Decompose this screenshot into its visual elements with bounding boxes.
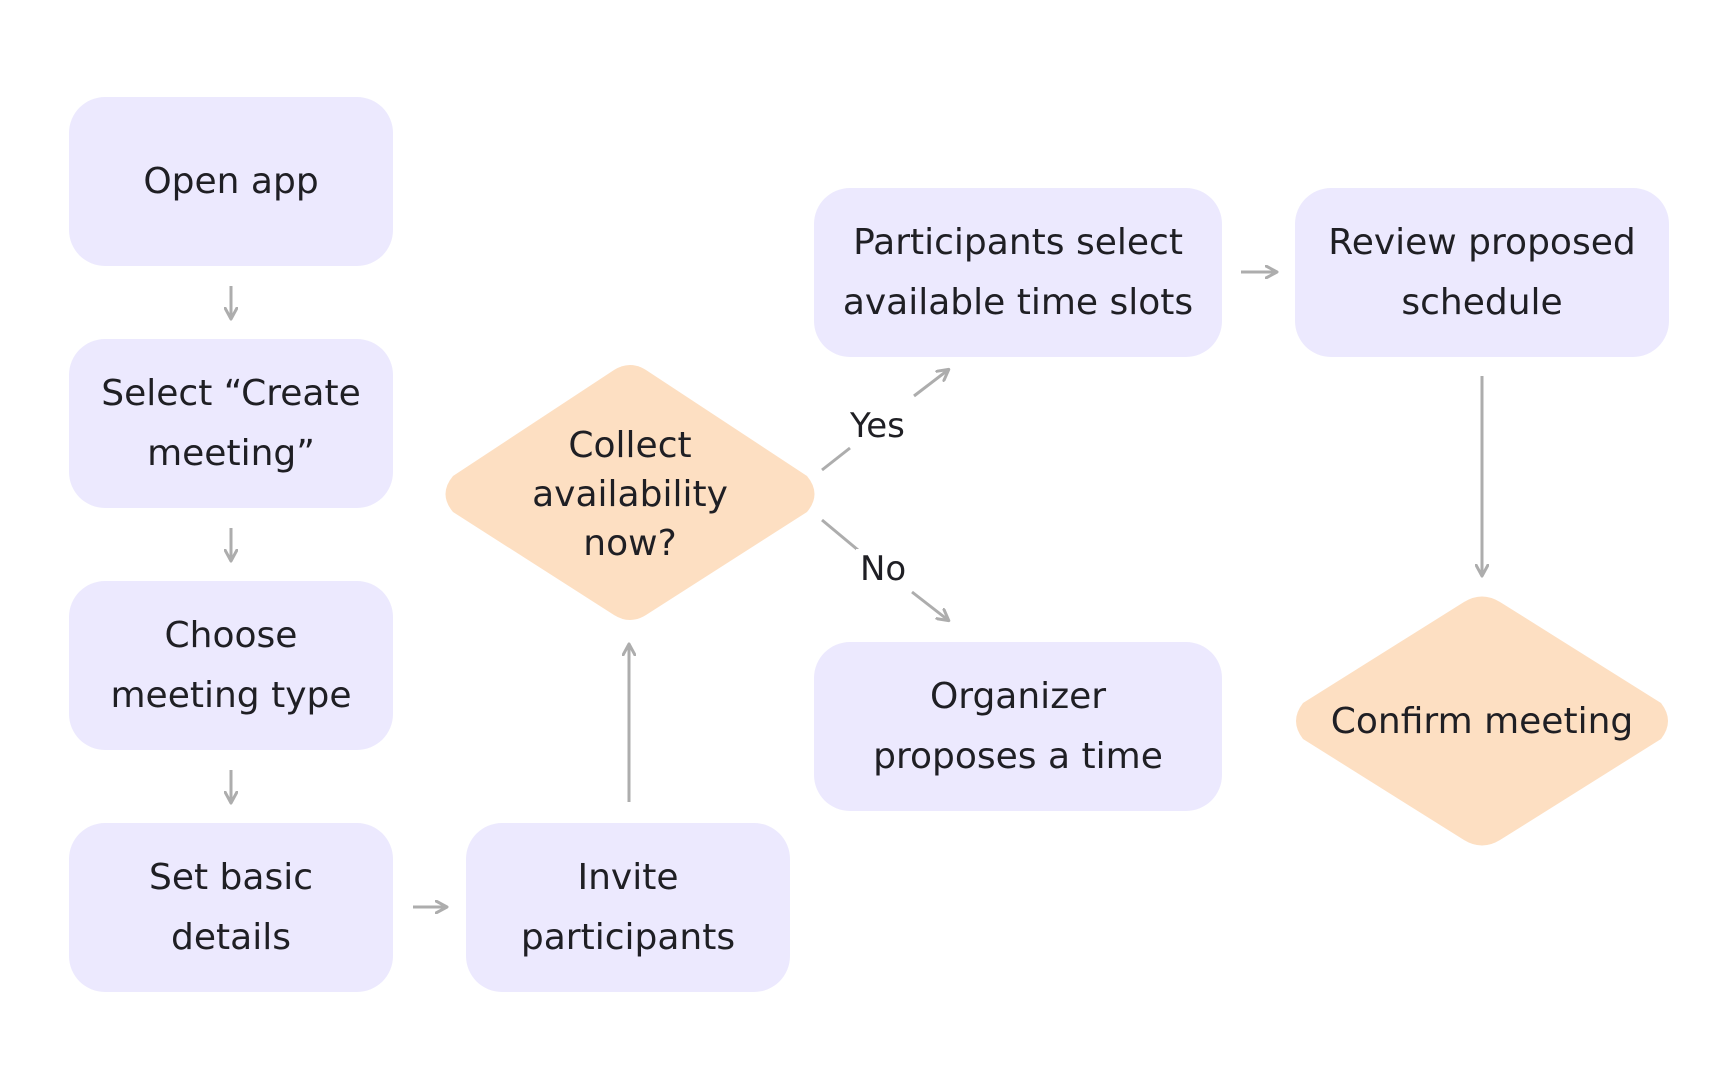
decision-collect-availability-line-2: availability	[532, 473, 728, 515]
node-organizer-proposes-time: Organizer proposes a time	[814, 642, 1222, 811]
node-choose-meeting-type-line-2: meeting type	[110, 674, 352, 716]
node-choose-meeting-type: Choose meeting type	[69, 581, 393, 750]
node-invite-participants-line-2: participants	[520, 916, 736, 958]
arrow-collect-to-participants-a	[821, 446, 851, 472]
decision-collect-availability-line-3: now?	[583, 522, 677, 564]
node-organizer-proposes-time-line-2: proposes a time	[873, 735, 1163, 777]
decision-diamond-confirm	[1296, 596, 1668, 846]
node-participants-select-slots-line-1: Participants select	[853, 221, 1183, 263]
node-set-basic-details-line-2: details	[171, 916, 291, 958]
node-select-create-meeting-line-2: meeting”	[147, 432, 315, 474]
node-select-create-meeting: Select “Create meeting”	[69, 339, 393, 508]
decision-collect-availability: Collect availability now?	[470, 410, 790, 578]
edge-label-no: No	[856, 549, 911, 589]
decision-diamond-collect	[445, 365, 815, 620]
arrow-collect-to-organizer-b	[911, 590, 948, 620]
node-invite-participants: Invite participants	[466, 823, 790, 992]
edge-label-yes: Yes	[846, 406, 909, 446]
node-invite-participants-line-1: Invite	[577, 856, 679, 898]
node-open-app-line-1: Open app	[143, 160, 319, 202]
arrow-collect-to-participants-b	[913, 370, 948, 398]
node-select-create-meeting-line-1: Select “Create	[101, 372, 361, 414]
node-open-app: Open app	[69, 97, 393, 266]
arrow-collect-to-organizer-a	[821, 518, 859, 552]
node-review-proposed-schedule-line-2: schedule	[1401, 281, 1563, 323]
node-choose-meeting-type-line-1: Choose	[164, 614, 298, 656]
decision-confirm-meeting-line-1: Confirm meeting	[1330, 700, 1634, 742]
node-set-basic-details: Set basic details	[69, 823, 393, 992]
decision-confirm-meeting: Confirm meeting	[1300, 690, 1664, 752]
node-review-proposed-schedule-line-1: Review proposed	[1328, 221, 1636, 263]
node-participants-select-slots: Participants select available time slots	[814, 188, 1222, 357]
decision-collect-availability-line-1: Collect	[568, 424, 692, 466]
node-review-proposed-schedule: Review proposed schedule	[1295, 188, 1669, 357]
node-set-basic-details-line-1: Set basic	[148, 856, 314, 898]
node-organizer-proposes-time-line-1: Organizer	[929, 675, 1107, 717]
node-participants-select-slots-line-2: available time slots	[842, 281, 1194, 323]
